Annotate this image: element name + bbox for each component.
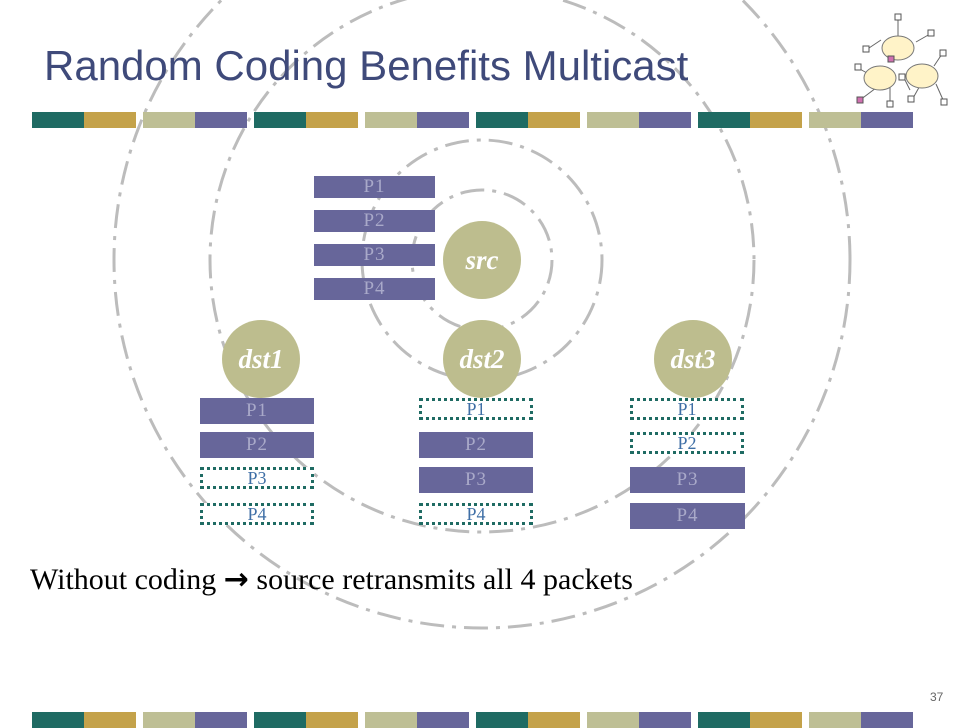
network-logo-icon bbox=[854, 13, 948, 108]
stripe-segment bbox=[365, 712, 469, 728]
dst2-packet-p4: P4 bbox=[419, 503, 533, 525]
caption-tail: source retransmits all 4 packets bbox=[256, 563, 633, 596]
stripe-segment bbox=[587, 712, 691, 728]
dst3-node: dst3 bbox=[654, 320, 732, 398]
page-number: 37 bbox=[930, 690, 944, 704]
dst3-packet-p1: P1 bbox=[630, 398, 744, 420]
stripe-segment bbox=[143, 712, 247, 728]
stripe-segment bbox=[809, 712, 913, 728]
dst1-packet-p1: P1 bbox=[200, 398, 314, 424]
dst1-packet-p4: P4 bbox=[200, 503, 314, 525]
src-packet-p4: P4 bbox=[314, 278, 435, 300]
bottom-stripe-bar bbox=[32, 712, 920, 728]
stripe-segment bbox=[32, 112, 136, 128]
stripe-segment bbox=[143, 112, 247, 128]
stripe-segment bbox=[32, 712, 136, 728]
stripe-segment bbox=[254, 712, 358, 728]
src-packet-p3: P3 bbox=[314, 244, 435, 266]
stripe-segment bbox=[476, 712, 580, 728]
caption: Without coding → source retransmits all … bbox=[30, 562, 633, 597]
ring-3 bbox=[208, 0, 756, 534]
stripe-segment bbox=[809, 112, 913, 128]
stripe-segment bbox=[587, 112, 691, 128]
dst1-packet-p2: P2 bbox=[200, 432, 314, 458]
src-packet-p1: P1 bbox=[314, 176, 435, 198]
top-stripe-bar bbox=[32, 112, 920, 128]
dst2-node: dst2 bbox=[443, 320, 521, 398]
dst1-node: dst1 bbox=[222, 320, 300, 398]
dst3-packet-p3: P3 bbox=[630, 467, 745, 493]
stripe-segment bbox=[698, 712, 802, 728]
stripe-segment bbox=[254, 112, 358, 128]
dst2-packet-p3: P3 bbox=[419, 467, 533, 493]
ring-4 bbox=[112, 0, 852, 630]
dst2-packet-p1: P1 bbox=[419, 398, 533, 420]
src-packet-p2: P2 bbox=[314, 210, 435, 232]
src-node: src bbox=[443, 221, 521, 299]
dst2-packet-p2: P2 bbox=[419, 432, 533, 458]
stripe-segment bbox=[698, 112, 802, 128]
stripe-segment bbox=[476, 112, 580, 128]
slide-title: Random Coding Benefits Multicast bbox=[44, 42, 689, 89]
dst1-packet-p3: P3 bbox=[200, 467, 314, 489]
stripe-segment bbox=[365, 112, 469, 128]
dst3-packet-p2: P2 bbox=[630, 432, 744, 454]
caption-lead: Without coding bbox=[30, 563, 217, 596]
dst3-packet-p4: P4 bbox=[630, 503, 745, 529]
arrow-icon: → bbox=[223, 562, 249, 597]
